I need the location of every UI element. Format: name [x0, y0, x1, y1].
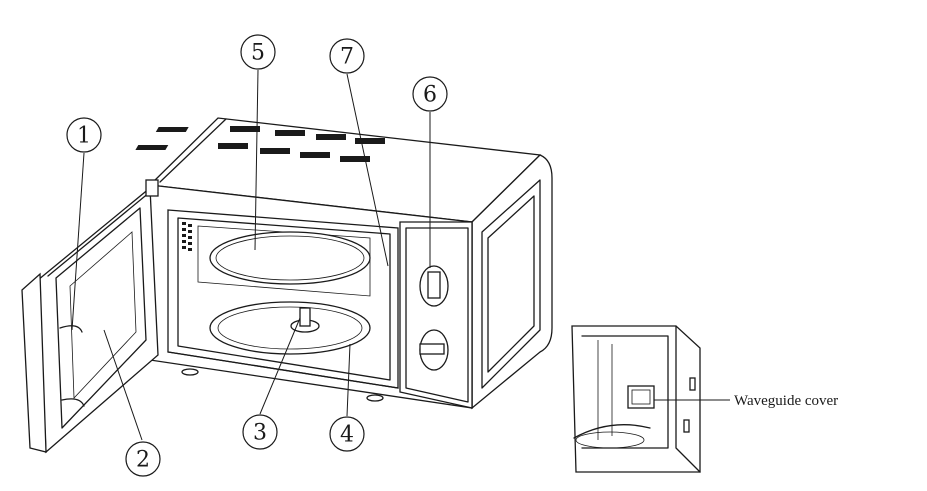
- svg-text:2: 2: [136, 448, 150, 473]
- svg-text:1: 1: [77, 124, 91, 149]
- callout-1: 1: [66, 117, 102, 153]
- callout-6: 6: [412, 76, 448, 112]
- callout-3: 3: [242, 414, 278, 450]
- waveguide-cover-plate: [627, 385, 655, 409]
- control-panel: [399, 221, 473, 409]
- cavity-side-vents: [182, 222, 192, 251]
- svg-text:4: 4: [340, 423, 354, 448]
- leader-lines: [71, 69, 431, 441]
- top-vents: [135, 126, 385, 162]
- svg-text:5: 5: [251, 41, 265, 66]
- waveguide-inset: Waveguide cover: [571, 325, 838, 473]
- callout-7: 7: [329, 38, 365, 74]
- roller-ring: [209, 301, 371, 355]
- door: [21, 179, 159, 454]
- door-latch-top: [59, 325, 83, 333]
- callout-2: 2: [125, 441, 161, 477]
- oven-cavity: [167, 209, 399, 402]
- callout-5: 5: [240, 34, 276, 70]
- svg-text:7: 7: [340, 45, 354, 70]
- door-latch-bottom: [61, 398, 85, 407]
- svg-text:6: 6: [423, 83, 437, 108]
- waveguide-label: Waveguide cover: [734, 393, 838, 409]
- callout-4: 4: [329, 416, 365, 452]
- glass-tray: [209, 231, 371, 285]
- svg-text:3: 3: [253, 421, 267, 446]
